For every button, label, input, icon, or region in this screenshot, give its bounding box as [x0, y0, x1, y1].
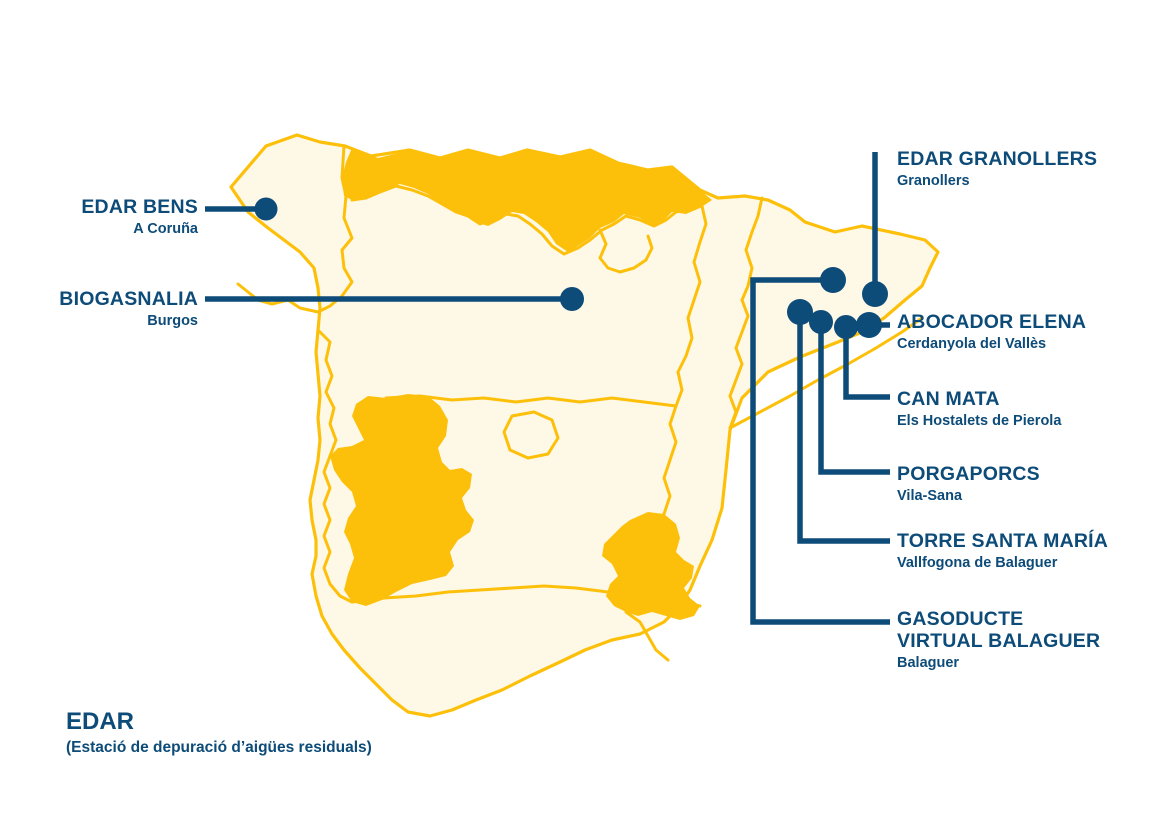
region-extremadura [330, 394, 474, 606]
label-title: BIOGASNALIA [59, 288, 198, 310]
label-title: ABOCADOR ELENA [897, 311, 1087, 333]
border-galicia-south [236, 282, 320, 314]
map-internal-borders [236, 144, 924, 662]
border-aragon-west [674, 204, 708, 408]
dot-edar-bens [254, 197, 278, 221]
legend-expansion: (Estació de depuració d’aigües residuals… [66, 739, 372, 756]
dot-torre-santa-maria [787, 299, 813, 325]
label-subtitle: Balaguer [897, 655, 960, 671]
label-title: EDAR GRANOLLERS [897, 148, 1098, 170]
border-portugal-south [322, 454, 354, 604]
border-rioja [598, 228, 654, 274]
label-subtitle: Cerdanyola del Vallès [897, 336, 1047, 352]
label-subtitle: A Coruña [133, 221, 198, 237]
dot-gasoducte-balaguer [820, 267, 846, 293]
connector-gasoducte-balaguer [750, 277, 890, 625]
dot-abocador-elena [856, 312, 882, 338]
connector-can-mata [843, 327, 890, 400]
label-title: PORGAPORCS [897, 463, 1040, 485]
border-madrid [502, 410, 560, 460]
border-clm-east [662, 404, 678, 516]
label-biogasnalia[interactable]: BIOGASNALIA Burgos [0, 288, 198, 330]
location-dots [254, 197, 888, 339]
label-title: CAN MATA [897, 388, 1000, 410]
label-gasoducte-virtual-balaguer[interactable]: GASODUCTE VIRTUAL BALAGUER Balaguer [897, 608, 1100, 672]
label-subtitle: Vallfogona de Balaguer [897, 555, 1058, 571]
dot-porgaporcs [809, 310, 833, 334]
connector-porgaporcs [818, 322, 890, 475]
border-castillas [384, 394, 678, 408]
border-catalonia [728, 196, 764, 430]
dot-edar-granollers [862, 281, 888, 307]
label-porgaporcs[interactable]: PORGAPORCS Vila-Sana [897, 463, 1040, 505]
border-portugal [316, 328, 338, 458]
label-edar-bens[interactable]: EDAR BENS A Coruña [0, 196, 198, 238]
label-subtitle: Burgos [147, 313, 198, 329]
region-north-strip [342, 148, 712, 252]
label-title: EDAR BENS [81, 196, 198, 218]
dot-can-mata [834, 315, 858, 339]
connector-torre-santa-maria [797, 312, 890, 544]
legend: EDAR (Estació de depuració d’aigües resi… [66, 708, 372, 758]
connector-lines [205, 152, 890, 625]
label-can-mata[interactable]: CAN MATA Els Hostalets de Pierola [897, 388, 1061, 430]
label-subtitle: Els Hostalets de Pierola [897, 413, 1062, 429]
label-torre-santa-maria[interactable]: TORRE SANTA MARÍA Vallfogona de Balaguer [897, 530, 1108, 572]
label-subtitle: Granollers [897, 173, 970, 189]
border-murcia [624, 610, 670, 662]
label-title: TORRE SANTA MARÍA [897, 530, 1109, 552]
border-andalucia [350, 584, 702, 608]
border-castilla-leon-north [350, 184, 704, 256]
label-edar-granollers[interactable]: EDAR GRANOLLERS Granollers [897, 148, 1097, 190]
border-catalonia-coast [728, 316, 924, 430]
label-title-line2: VIRTUAL BALAGUER [897, 630, 1101, 652]
dot-biogasnalia [560, 287, 584, 311]
label-title: GASODUCTE [897, 608, 1024, 630]
label-subtitle: Vila-Sana [897, 488, 963, 504]
label-abocador-elena[interactable]: ABOCADOR ELENA Cerdanyola del Vallès [897, 311, 1086, 353]
legend-acronym: EDAR [66, 708, 135, 735]
